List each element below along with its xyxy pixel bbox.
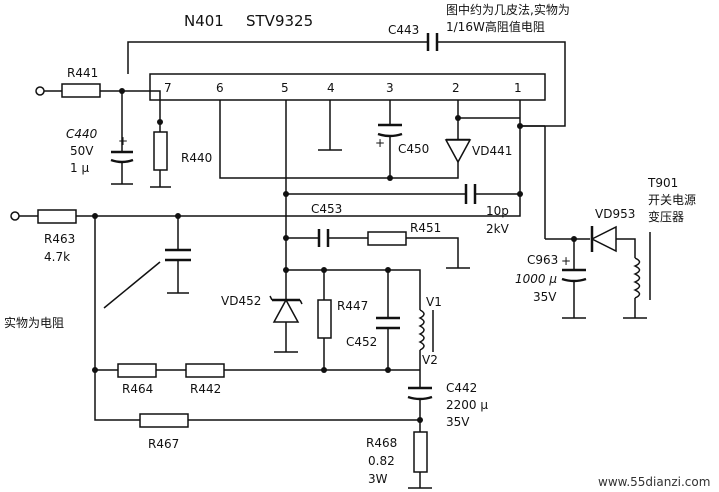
c453-label: C453: [311, 202, 342, 216]
ic-part-number: STV9325: [246, 12, 313, 30]
note-capacitor: [103, 216, 191, 309]
r451-label: R451: [410, 221, 441, 235]
r463-label: R463: [44, 232, 75, 246]
r447-label: R447: [337, 299, 368, 313]
c450-capacitor: +: [375, 100, 403, 170]
pin4-ground: [318, 100, 342, 151]
v2-label: V2: [422, 353, 438, 367]
ic-pin-4: 4: [327, 81, 335, 95]
ic-pin-2: 2: [452, 81, 460, 95]
c453-voltage: 2kV: [486, 222, 510, 236]
r464-r442-chain: [95, 363, 420, 378]
vd953-c963-secondary: +: [545, 225, 636, 319]
r463-input-path: [10, 194, 521, 224]
t901-label: T901: [647, 176, 678, 190]
note-resistor-label: 实物为电阻: [4, 315, 64, 330]
c453-value: 10p: [486, 204, 509, 218]
ic-pin-5: 5: [281, 81, 289, 95]
v1-label: V1: [426, 295, 442, 309]
vd953-label: VD953: [595, 207, 635, 221]
r451-branch: [283, 194, 470, 269]
r468-resistor: [408, 431, 432, 489]
c440-label: C440: [66, 127, 98, 141]
c963-voltage: 35V: [533, 290, 557, 304]
note-top-line1: 图中约为几皮法,实物为: [446, 2, 570, 17]
r468-label: R468: [366, 436, 397, 450]
r441-input-path: [35, 83, 161, 100]
r463-value: 4.7k: [44, 250, 70, 264]
ic-name: N401: [184, 12, 224, 30]
c440-voltage: 50V: [70, 144, 94, 158]
vd441-label: VD441: [472, 144, 512, 158]
c440-capacitor: +: [110, 91, 134, 185]
r468-power: 3W: [368, 472, 388, 486]
r467-label: R467: [148, 437, 179, 451]
r442-label: R442: [190, 382, 221, 396]
ic-pin-6: 6: [216, 81, 224, 95]
r468-value: 0.82: [368, 454, 395, 468]
pin6-pin3-link: [219, 100, 393, 181]
r464-label: R464: [122, 382, 153, 396]
pin1-node: [517, 100, 546, 239]
c450-label: C450: [398, 142, 429, 156]
svg-text:+: +: [118, 134, 128, 148]
t901-transformer-winding: [623, 232, 651, 319]
c442-capacitor: [407, 386, 433, 432]
svg-text:+: +: [375, 136, 385, 150]
ic-pin-3: 3: [386, 81, 394, 95]
ic-pin-1: 1: [514, 81, 522, 95]
t901-line1: 开关电源: [648, 193, 696, 207]
c443-label: C443: [388, 23, 419, 37]
r441-label: R441: [67, 66, 98, 80]
vd452-label: VD452: [221, 294, 261, 308]
ic-pin-7: 7: [164, 81, 172, 95]
r467-resistor: [139, 413, 423, 428]
watermark: www.55dianzi.com: [598, 475, 710, 489]
c963-label: C963: [527, 253, 558, 267]
r440-resistor: [150, 100, 171, 188]
t901-line2: 变压器: [648, 209, 684, 224]
c963-value: 1000 μ: [515, 272, 557, 286]
r440-label: R440: [181, 151, 212, 165]
ic-body: [149, 73, 546, 101]
vd452-r447-c452-network: [269, 238, 421, 370]
c440-value: 1 μ: [70, 161, 89, 175]
c442-label: C442: [446, 381, 477, 395]
c452-label: C452: [346, 335, 377, 349]
v1-v2-winding: [418, 309, 434, 388]
note-top-line2: 1/16W高阻值电阻: [446, 19, 545, 34]
c442-voltage: 35V: [446, 415, 470, 429]
c442-value: 2200 μ: [446, 398, 488, 412]
svg-text:+: +: [561, 254, 571, 268]
vd441-diode: [390, 100, 520, 179]
